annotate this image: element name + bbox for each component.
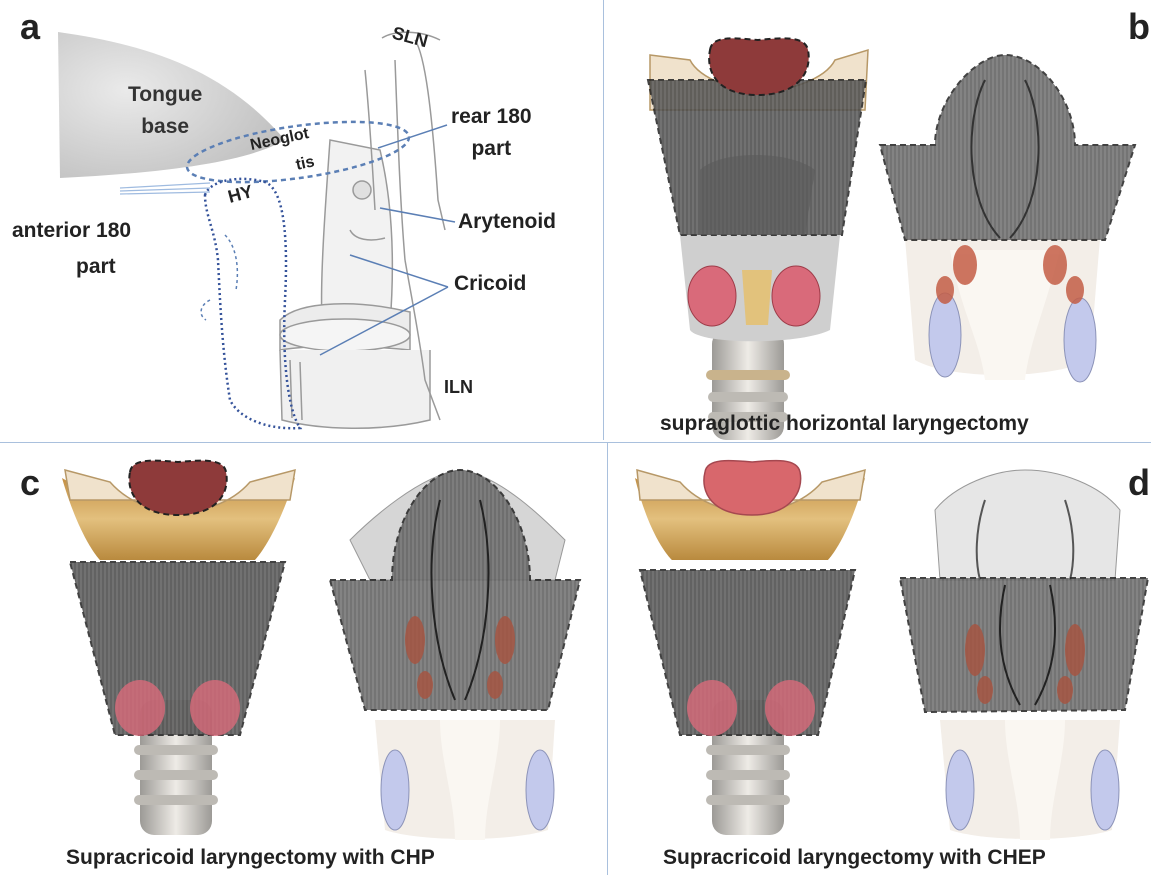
caption-panel-c: Supracricoid laryngectomy with CHP [66,846,435,870]
label-rear-180-line1: rear 180 [451,106,532,128]
caption-panel-d: Supracricoid laryngectomy with CHEP [663,846,1046,870]
vertical-divider-bottom [607,442,608,875]
panel-d-section-resection [900,578,1148,712]
label-anterior-180-line2: part [12,256,131,278]
panel-letter-b: b [1128,6,1150,48]
panel-letter-c: c [20,462,40,504]
panel-letter-a: a [20,6,40,48]
label-tongue-base-line1: Tongue [128,84,202,106]
panel-b-section-resection [880,55,1135,240]
panel-d-resection [640,570,855,735]
panel-c-resection [70,562,285,735]
label-iln: ILN [444,378,473,397]
panel-d-frontal-larynx [635,461,865,835]
vertical-divider-top [603,0,604,440]
label-rear-180-line2: part [451,138,532,160]
caption-panel-b: supraglottic horizontal laryngectomy [660,412,1029,436]
panel-d-coronal-section [900,470,1148,840]
label-anterior-180-part: anterior 180 part [12,220,131,278]
panel-b-frontal-larynx [648,38,868,440]
label-rear-180-part: rear 180 part [451,106,532,160]
label-tongue-base-line2: base [128,116,202,138]
panel-b-coronal-section [880,55,1135,382]
panel-letter-d: d [1128,462,1150,504]
label-arytenoid: Arytenoid [458,211,556,233]
label-tongue-base: Tongue base [128,84,202,138]
label-cricoid: Cricoid [454,273,526,295]
panel-c-coronal-section [330,470,580,840]
label-anterior-180-line1: anterior 180 [12,220,131,242]
panel-c-section-resection [330,470,580,710]
panel-c-frontal-larynx [62,461,295,835]
horizontal-divider [0,442,1151,443]
